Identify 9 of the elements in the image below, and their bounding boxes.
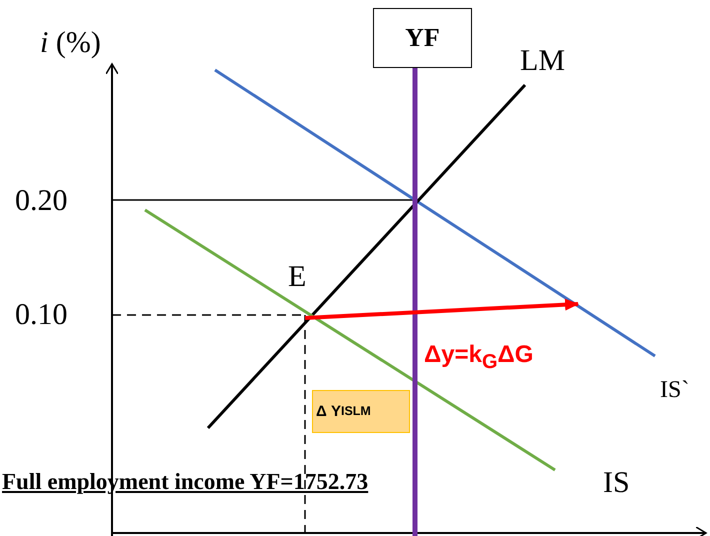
- axis-title: i (%): [40, 28, 101, 58]
- curve-label: LM: [520, 46, 565, 76]
- label-box: YF: [373, 8, 472, 68]
- equation-label: Δy=k$_{G}$ΔG: [424, 343, 534, 372]
- tick-label: 0.20: [15, 186, 68, 216]
- point-label: E: [288, 262, 306, 292]
- tick-label: 0.10: [15, 300, 68, 330]
- curve-label: IS: [603, 468, 630, 498]
- curve-label: IS`: [660, 378, 690, 402]
